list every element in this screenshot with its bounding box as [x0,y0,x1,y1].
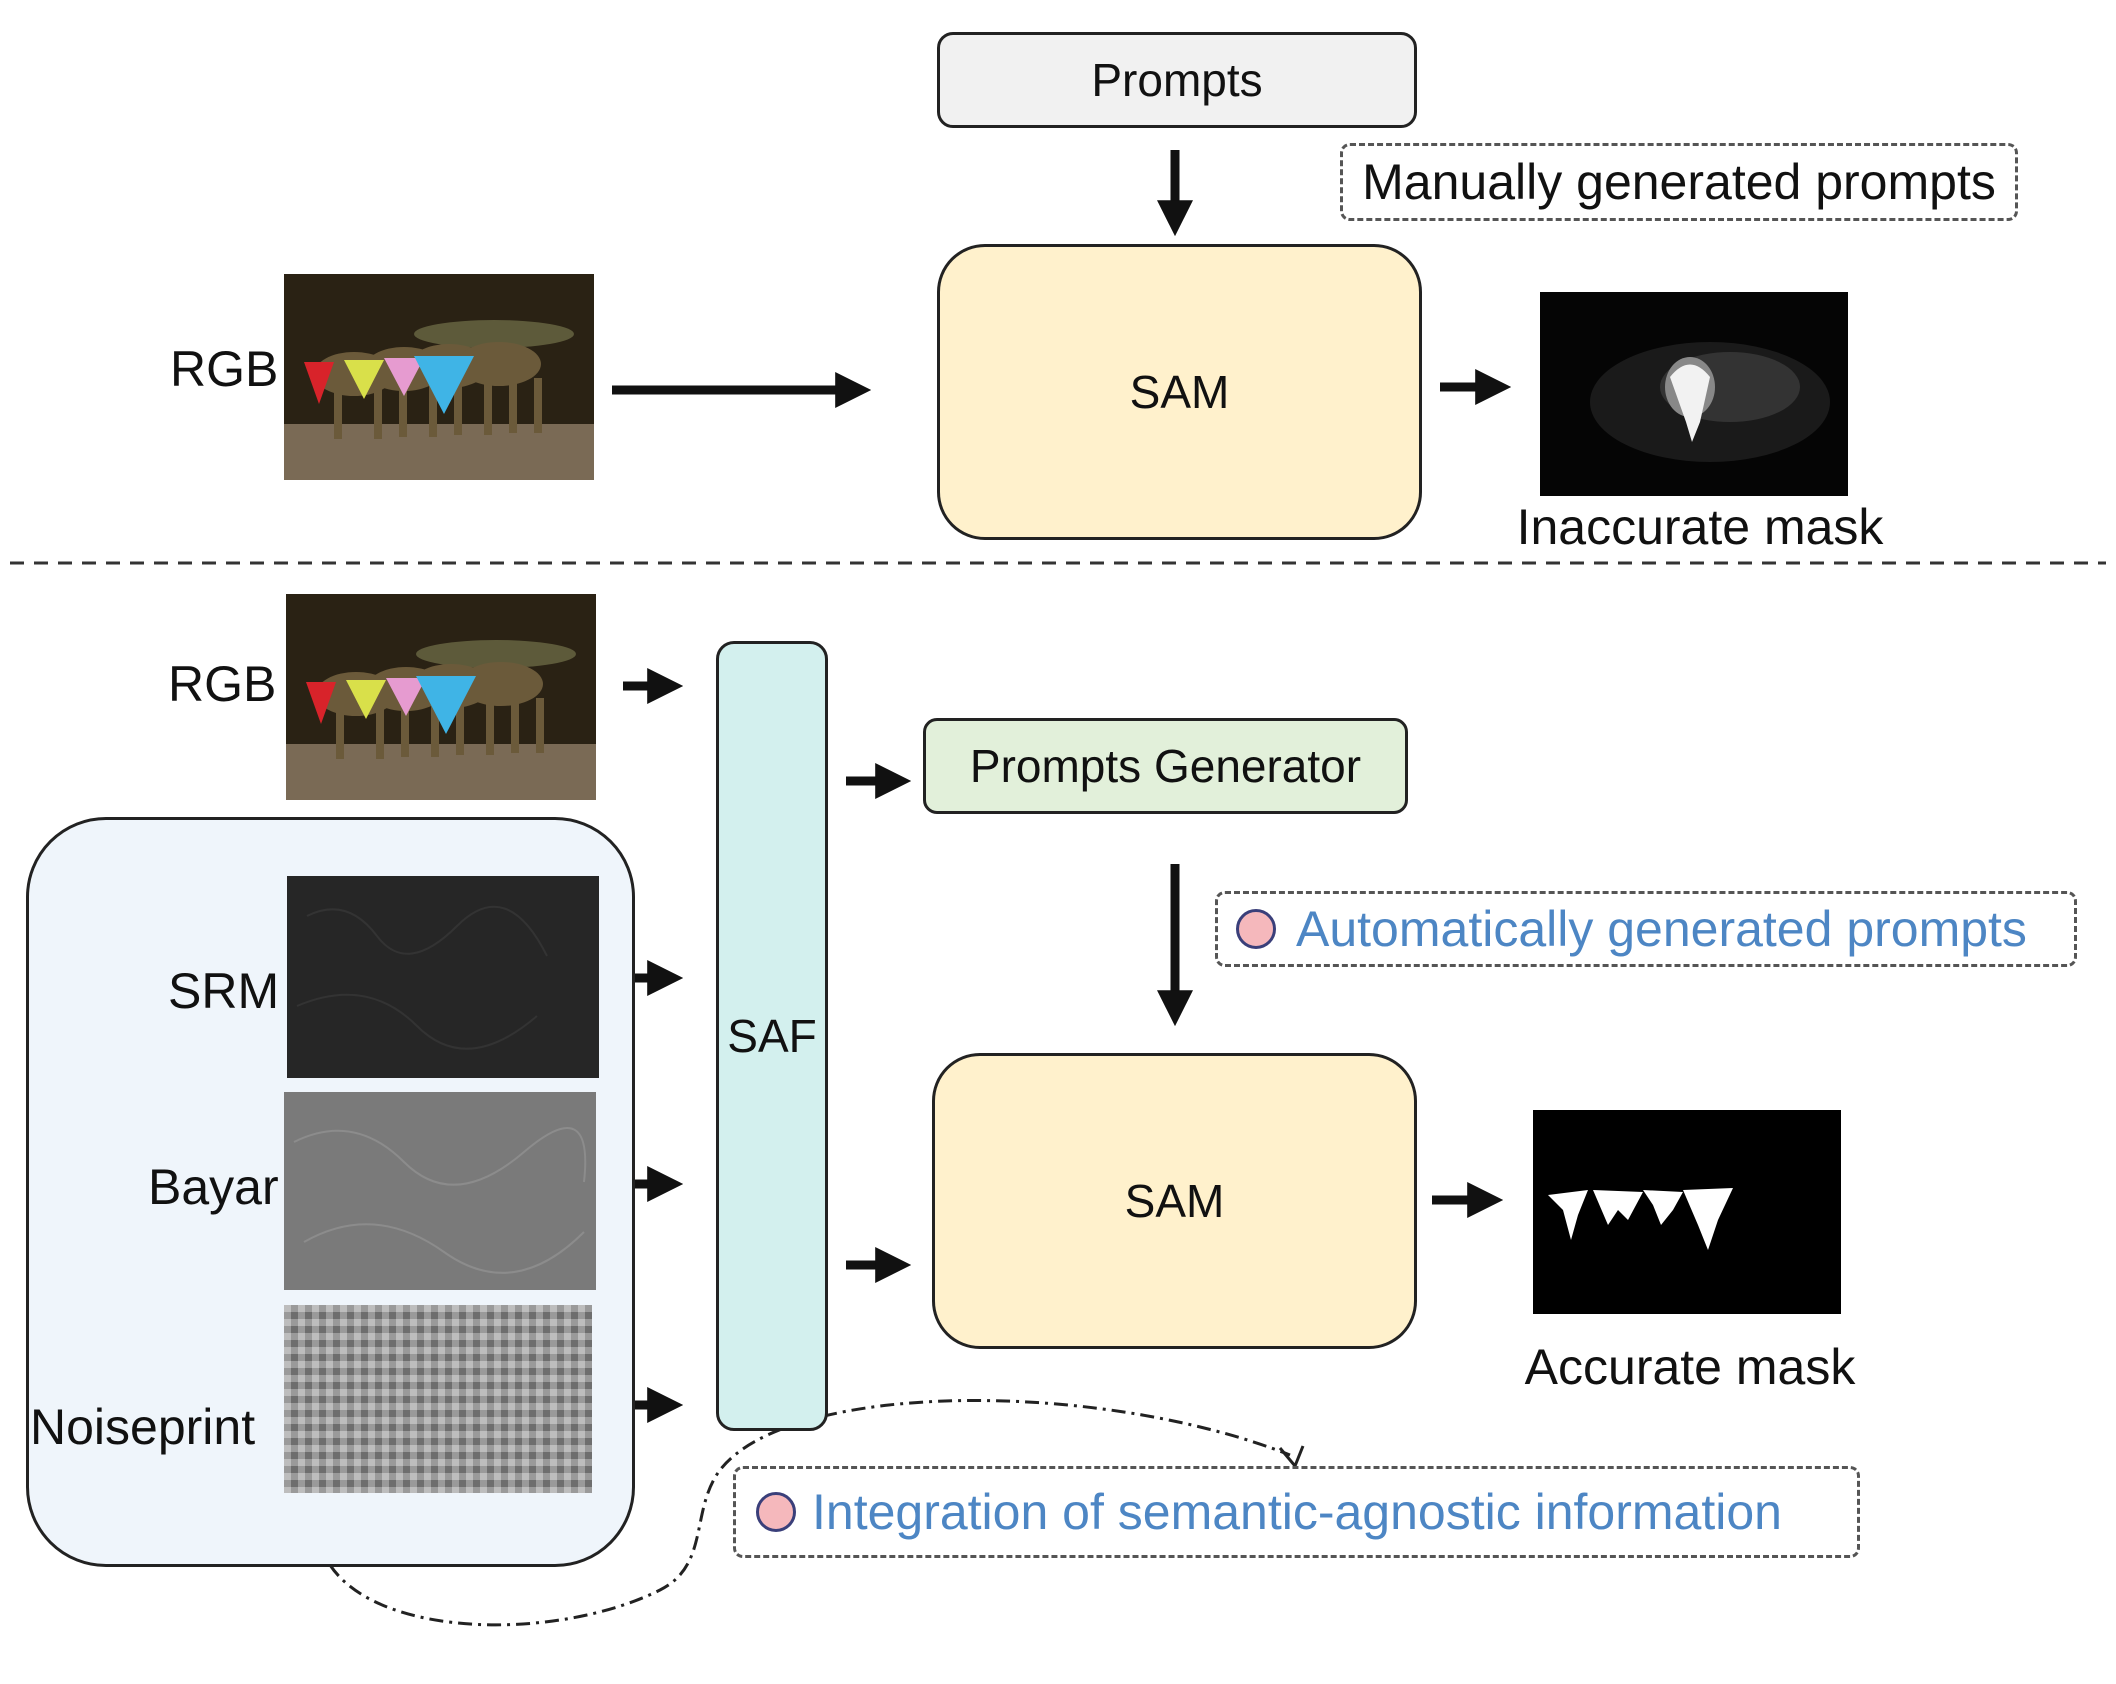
rgb-label-top: RGB [170,341,279,397]
noiseprint-label: Noiseprint [30,1399,256,1455]
accurate-mask-image [1533,1110,1841,1314]
rgb-image-top [284,274,594,480]
rgb-image-bottom [286,594,596,800]
srm-label: SRM [168,963,280,1019]
prompts-label: Prompts [1091,54,1263,106]
sam-box-top: SAM [937,244,1422,540]
integration-note: Integration of semantic-agnostic informa… [733,1466,1860,1558]
prompts-box: Prompts [937,32,1417,128]
integration-link-arrowhead [1278,1445,1305,1469]
integration-dot-icon [756,1492,796,1532]
saf-label: SAF [727,1010,817,1062]
srm-image [287,876,599,1078]
sam-label-bottom: SAM [1124,1175,1225,1227]
manual-prompts-note: Manually generated prompts [1340,143,2018,221]
noiseprint-image [284,1305,592,1493]
sam-box-bottom: SAM [932,1053,1417,1349]
prompts-generator-label: Prompts Generator [969,740,1362,792]
bayar-label: Bayar [148,1159,279,1215]
inaccurate-mask-label: Inaccurate mask [1516,499,1884,555]
saf-box: SAF [716,641,828,1431]
auto-prompts-note-text: Automatically generated prompts [1296,901,2027,957]
prompts-generator-box: Prompts Generator [923,718,1408,814]
inaccurate-mask-image [1540,292,1848,496]
bayar-image [284,1092,596,1290]
rgb-label-bottom: RGB [168,656,277,712]
auto-prompts-note: Automatically generated prompts [1215,891,2077,967]
accurate-mask-label: Accurate mask [1524,1339,1856,1395]
auto-prompts-dot-icon [1236,909,1276,949]
manual-prompts-note-text: Manually generated prompts [1362,154,1996,210]
sam-label-top: SAM [1129,366,1230,418]
integration-note-text: Integration of semantic-agnostic informa… [812,1484,1782,1540]
